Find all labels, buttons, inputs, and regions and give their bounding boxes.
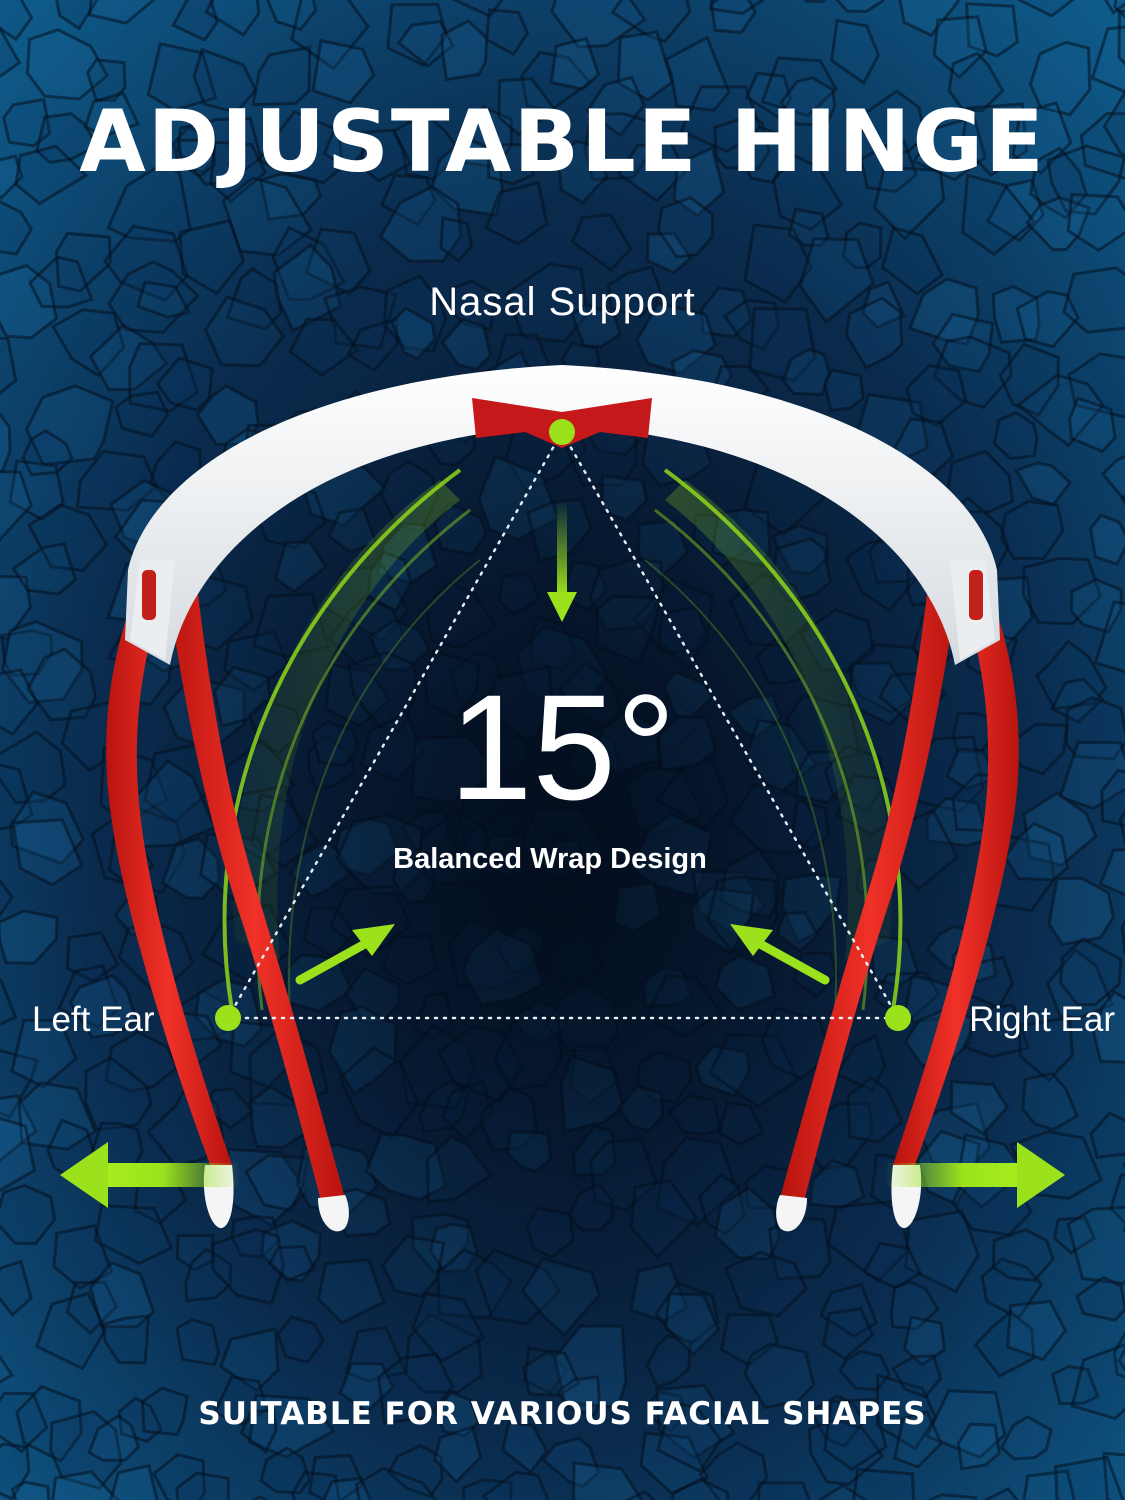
arrow-right-icon — [885, 1142, 1065, 1208]
right-ear-point — [885, 1005, 911, 1031]
left-ear-point — [215, 1005, 241, 1031]
nasal-support-label: Nasal Support — [429, 280, 696, 324]
design-label: Balanced Wrap Design — [393, 843, 707, 875]
arrow-left-icon — [60, 1142, 240, 1208]
arrow-down-icon — [547, 500, 577, 622]
front-frame-arch — [125, 365, 1000, 665]
headline-title: ADJUSTABLE HINGE — [79, 92, 1046, 192]
footer-tagline: SUITABLE FOR VARIOUS FACIAL SHAPES — [198, 1396, 927, 1432]
arrow-up-right-icon — [295, 924, 395, 985]
angle-value: 15° — [449, 663, 676, 831]
left-ear-label: Left Ear — [32, 1000, 155, 1039]
right-ear-label: Right Ear — [969, 1000, 1115, 1039]
nasal-point — [549, 419, 575, 445]
angle-triangle — [226, 430, 900, 1020]
arrow-up-left-icon — [730, 924, 830, 985]
